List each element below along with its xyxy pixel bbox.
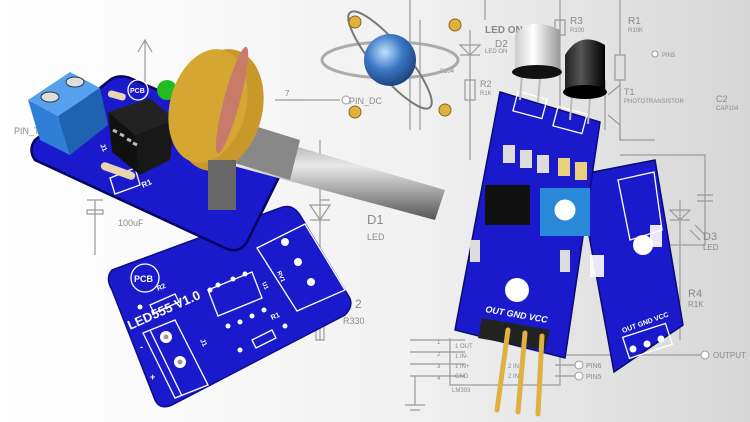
label-t1: T1	[624, 87, 635, 97]
potentiometer	[168, 46, 445, 220]
label-r2-num: 2	[355, 297, 362, 311]
label-cap-ref: P104	[440, 69, 455, 75]
silk-r1: R1	[140, 177, 154, 190]
silk-r2: R2	[156, 283, 167, 293]
label-r4: R4	[688, 288, 702, 300]
label-ic-pin: 4	[437, 376, 441, 382]
pcb-logo: PCB	[134, 274, 154, 284]
schematic: LED ON D2 LED ON R3 R100 R1 R10K PIN5 T1…	[14, 0, 746, 411]
label-ic-pin-name: 1 OUT	[455, 344, 473, 350]
label-r330: R330	[343, 316, 365, 326]
label-d2: D2	[495, 39, 508, 50]
label-c-val: 100uF	[118, 218, 144, 228]
sensor-module-2: OUT GND VCC	[577, 159, 684, 374]
silk-plus: +	[150, 372, 155, 382]
pin-header	[478, 318, 550, 350]
label-r3: R3	[570, 16, 583, 27]
label-r3-val: R100	[570, 28, 585, 34]
label-d1: D1	[367, 212, 384, 227]
header-pins	[494, 327, 545, 417]
label-pin5: PIN5	[586, 374, 602, 381]
pcb-logo: PCB	[130, 88, 145, 95]
label-ic-pin: 2	[437, 352, 441, 358]
silk-r1: R1	[270, 312, 281, 322]
label-d2-val: LED ON	[485, 49, 507, 55]
label-ic-pin-name: 1 IN+	[455, 364, 470, 370]
label-c2-val: CAP104	[716, 106, 739, 112]
resistor	[100, 162, 136, 180]
label-ic-pin: 3	[437, 364, 441, 370]
label-ic-pin-name: 1 IN-	[455, 354, 468, 360]
label-d3: D3	[703, 231, 717, 243]
label-r2-top-val: R1K	[480, 91, 492, 97]
label-d3-val: LED	[703, 243, 719, 252]
pcb-top-left: PCB R1 J1	[28, 46, 445, 252]
label-r2-top: R2	[480, 79, 492, 89]
label-pin6: PIN6	[586, 363, 602, 370]
label-net7: 7	[285, 89, 290, 98]
label-ic-pin-name-right: 2 IN	[508, 364, 519, 370]
sensor-module: OUT GND VCC	[454, 23, 607, 417]
terminal-block	[28, 72, 108, 155]
label-pin5-top: PIN5	[662, 53, 676, 59]
label-r4-val: R1K	[688, 300, 704, 309]
silk-j1: J1	[98, 143, 108, 153]
silk-rv1: RV1	[275, 270, 285, 284]
label-c2: C2	[716, 94, 728, 104]
atom-logo	[320, 10, 462, 119]
label-ic: LM393	[452, 388, 471, 394]
resistor	[107, 90, 126, 101]
comparator-ic	[485, 185, 530, 225]
silk-u1: U1	[260, 281, 269, 291]
trimmer-potentiometer	[540, 188, 590, 236]
white-led	[512, 23, 562, 103]
label-t1-val: PHOTOTRANSISTOR	[624, 99, 684, 105]
label-ic-pin-name-right: 2 IN	[508, 374, 519, 380]
label-pin-t: PIN_T	[14, 126, 40, 136]
label-output: OUTPUT	[713, 351, 746, 360]
label-r1: R1	[628, 16, 641, 27]
label-ic-pin: 1	[437, 340, 441, 346]
label-r1-val: R10K	[628, 28, 643, 34]
silk-minus: -	[140, 342, 143, 352]
label-ic-pin-name: GND	[455, 374, 469, 380]
ic-chip	[108, 98, 175, 175]
pot-bracket	[208, 160, 236, 210]
label-led-on: LED ON	[485, 25, 523, 36]
silk-j1: J1	[198, 338, 208, 348]
black-led	[563, 39, 607, 125]
label-pin-dc: PIN_DC	[349, 96, 383, 106]
label-d1-val: LED	[367, 232, 385, 242]
pcb-bottom-led555: PCB LED555 V1.0 R2 R1 J1 RV1 U1 - +	[107, 205, 352, 408]
